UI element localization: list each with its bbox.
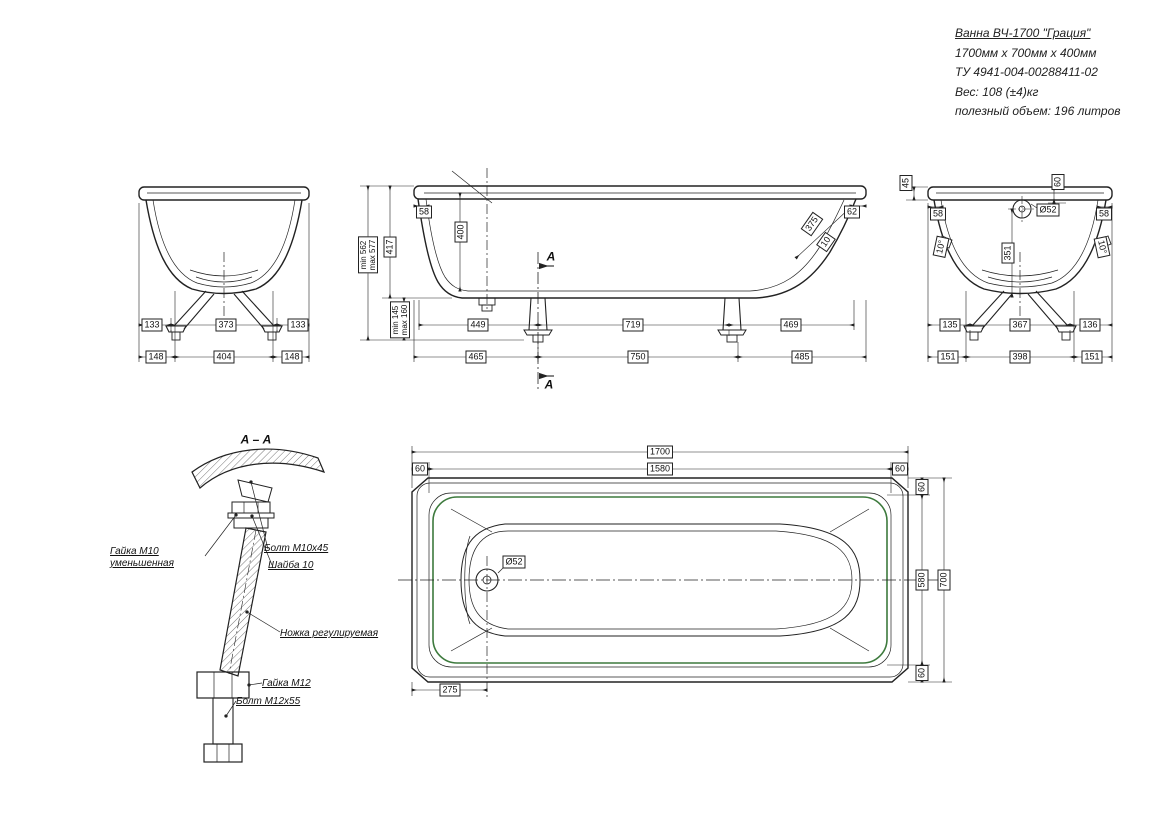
dim-ev-row1-left: 135 [939,318,961,332]
dim-row1-mid: 719 [622,318,644,332]
dim-drain-offset: 275 [439,683,461,697]
nut-m10 [231,501,271,514]
leg-right [233,290,275,330]
dim-width-inner: 580 [915,569,929,591]
dim-rim-right: 62 [843,205,861,219]
dim-rim-right-bottom: 60 [915,664,929,682]
section-title: А – А [240,432,272,447]
dim-ev-row1-right: 136 [1079,318,1101,332]
label-nut-m12: Гайка М12 [262,678,311,689]
overall-dimensions: 1700мм х 700мм х 400мм [955,45,1097,60]
dim-row1-right: 469 [780,318,802,332]
bolt-m12-head [203,743,243,763]
weight: Вес: 108 (±4)кг [955,84,1039,99]
section-label-top: А [546,249,556,264]
dim-rim-height: 45 [899,174,913,192]
dim-ev-row2-mid: 398 [1009,350,1031,364]
adjustable-leg [219,527,267,677]
dim-depth-inner: 400 [454,221,468,243]
leg-right [1027,290,1069,330]
dim-length-inner: 1580 [646,462,674,476]
dim-60: 60 [1051,173,1065,191]
dim-rim-left-end: 58 [929,207,947,221]
dim-rim-left: 58 [415,205,433,219]
side-view [360,168,867,392]
dim-ev-row2-left: 151 [937,350,959,364]
leg-left [971,290,1013,330]
dim-row2-mid: 750 [627,350,649,364]
dim-base-right: 148 [281,350,303,364]
leg-left [173,290,215,330]
dim-width-outer: 700 [937,569,951,591]
dim-rim-top-right: 60 [891,462,909,476]
dim-length-outer: 1700 [646,445,674,459]
label-bolt-m12: Болт М12х55 [236,696,301,707]
dim-feet-span: 373 [215,318,237,332]
bolt-m12-shank [212,697,234,745]
title-block: Ванна ВЧ-1700 "Грация" 1700мм х 700мм х … [955,24,1152,122]
plan-view [398,446,952,698]
plan-drain-diameter-label: Ø52 [502,555,526,569]
rim-outline [927,186,1113,201]
dim-rim-right-end: 58 [1095,207,1113,221]
useful-volume: полезный объем: 196 литров [955,104,1121,118]
dim-row2-right: 485 [791,350,813,364]
rim-outline [413,185,867,200]
dim-depth-outer: 417 [383,236,397,258]
label-washer: Шайба 10 [268,560,314,571]
dim-feet-left: 133 [141,318,163,332]
label-nut-m10: Гайка М10 уменьшенная [110,546,174,569]
drain-diameter-label: Ø52 [1036,203,1060,217]
dim-base-left: 148 [145,350,167,364]
dim-row2-left: 465 [465,350,487,364]
rim-outer-outline [411,477,909,683]
rim-outline [138,186,310,201]
label-bolt-m10: Болт М10х45 [264,543,329,554]
standard-number: ТУ 4941-004-00288411-02 [955,65,1098,79]
label-leg: Ножка регулируемая [280,628,379,639]
dim-rim-top-left: 60 [411,462,429,476]
bottom-outline [460,523,861,637]
section-label-bottom: А [544,377,554,392]
dim-height-minmax: min 562 max 577 [358,236,378,274]
section-detail-view [191,448,326,763]
product-name: Ванна ВЧ-1700 "Грация" [955,26,1091,40]
front-view [138,186,310,362]
dim-feet-right: 133 [287,318,309,332]
dim-rim-right-top: 60 [915,478,929,496]
dim-drain-height: 351 [1001,242,1015,264]
nut-m12 [196,671,250,699]
tub-shell-section [191,448,326,489]
dim-ev-row1-mid: 367 [1009,318,1031,332]
dim-row1-left: 449 [467,318,489,332]
body-outline [417,198,857,299]
dim-foot-minmax: min 145 max 160 [390,301,410,339]
dim-base-width: 404 [213,350,235,364]
dim-ev-row2-right: 151 [1081,350,1103,364]
